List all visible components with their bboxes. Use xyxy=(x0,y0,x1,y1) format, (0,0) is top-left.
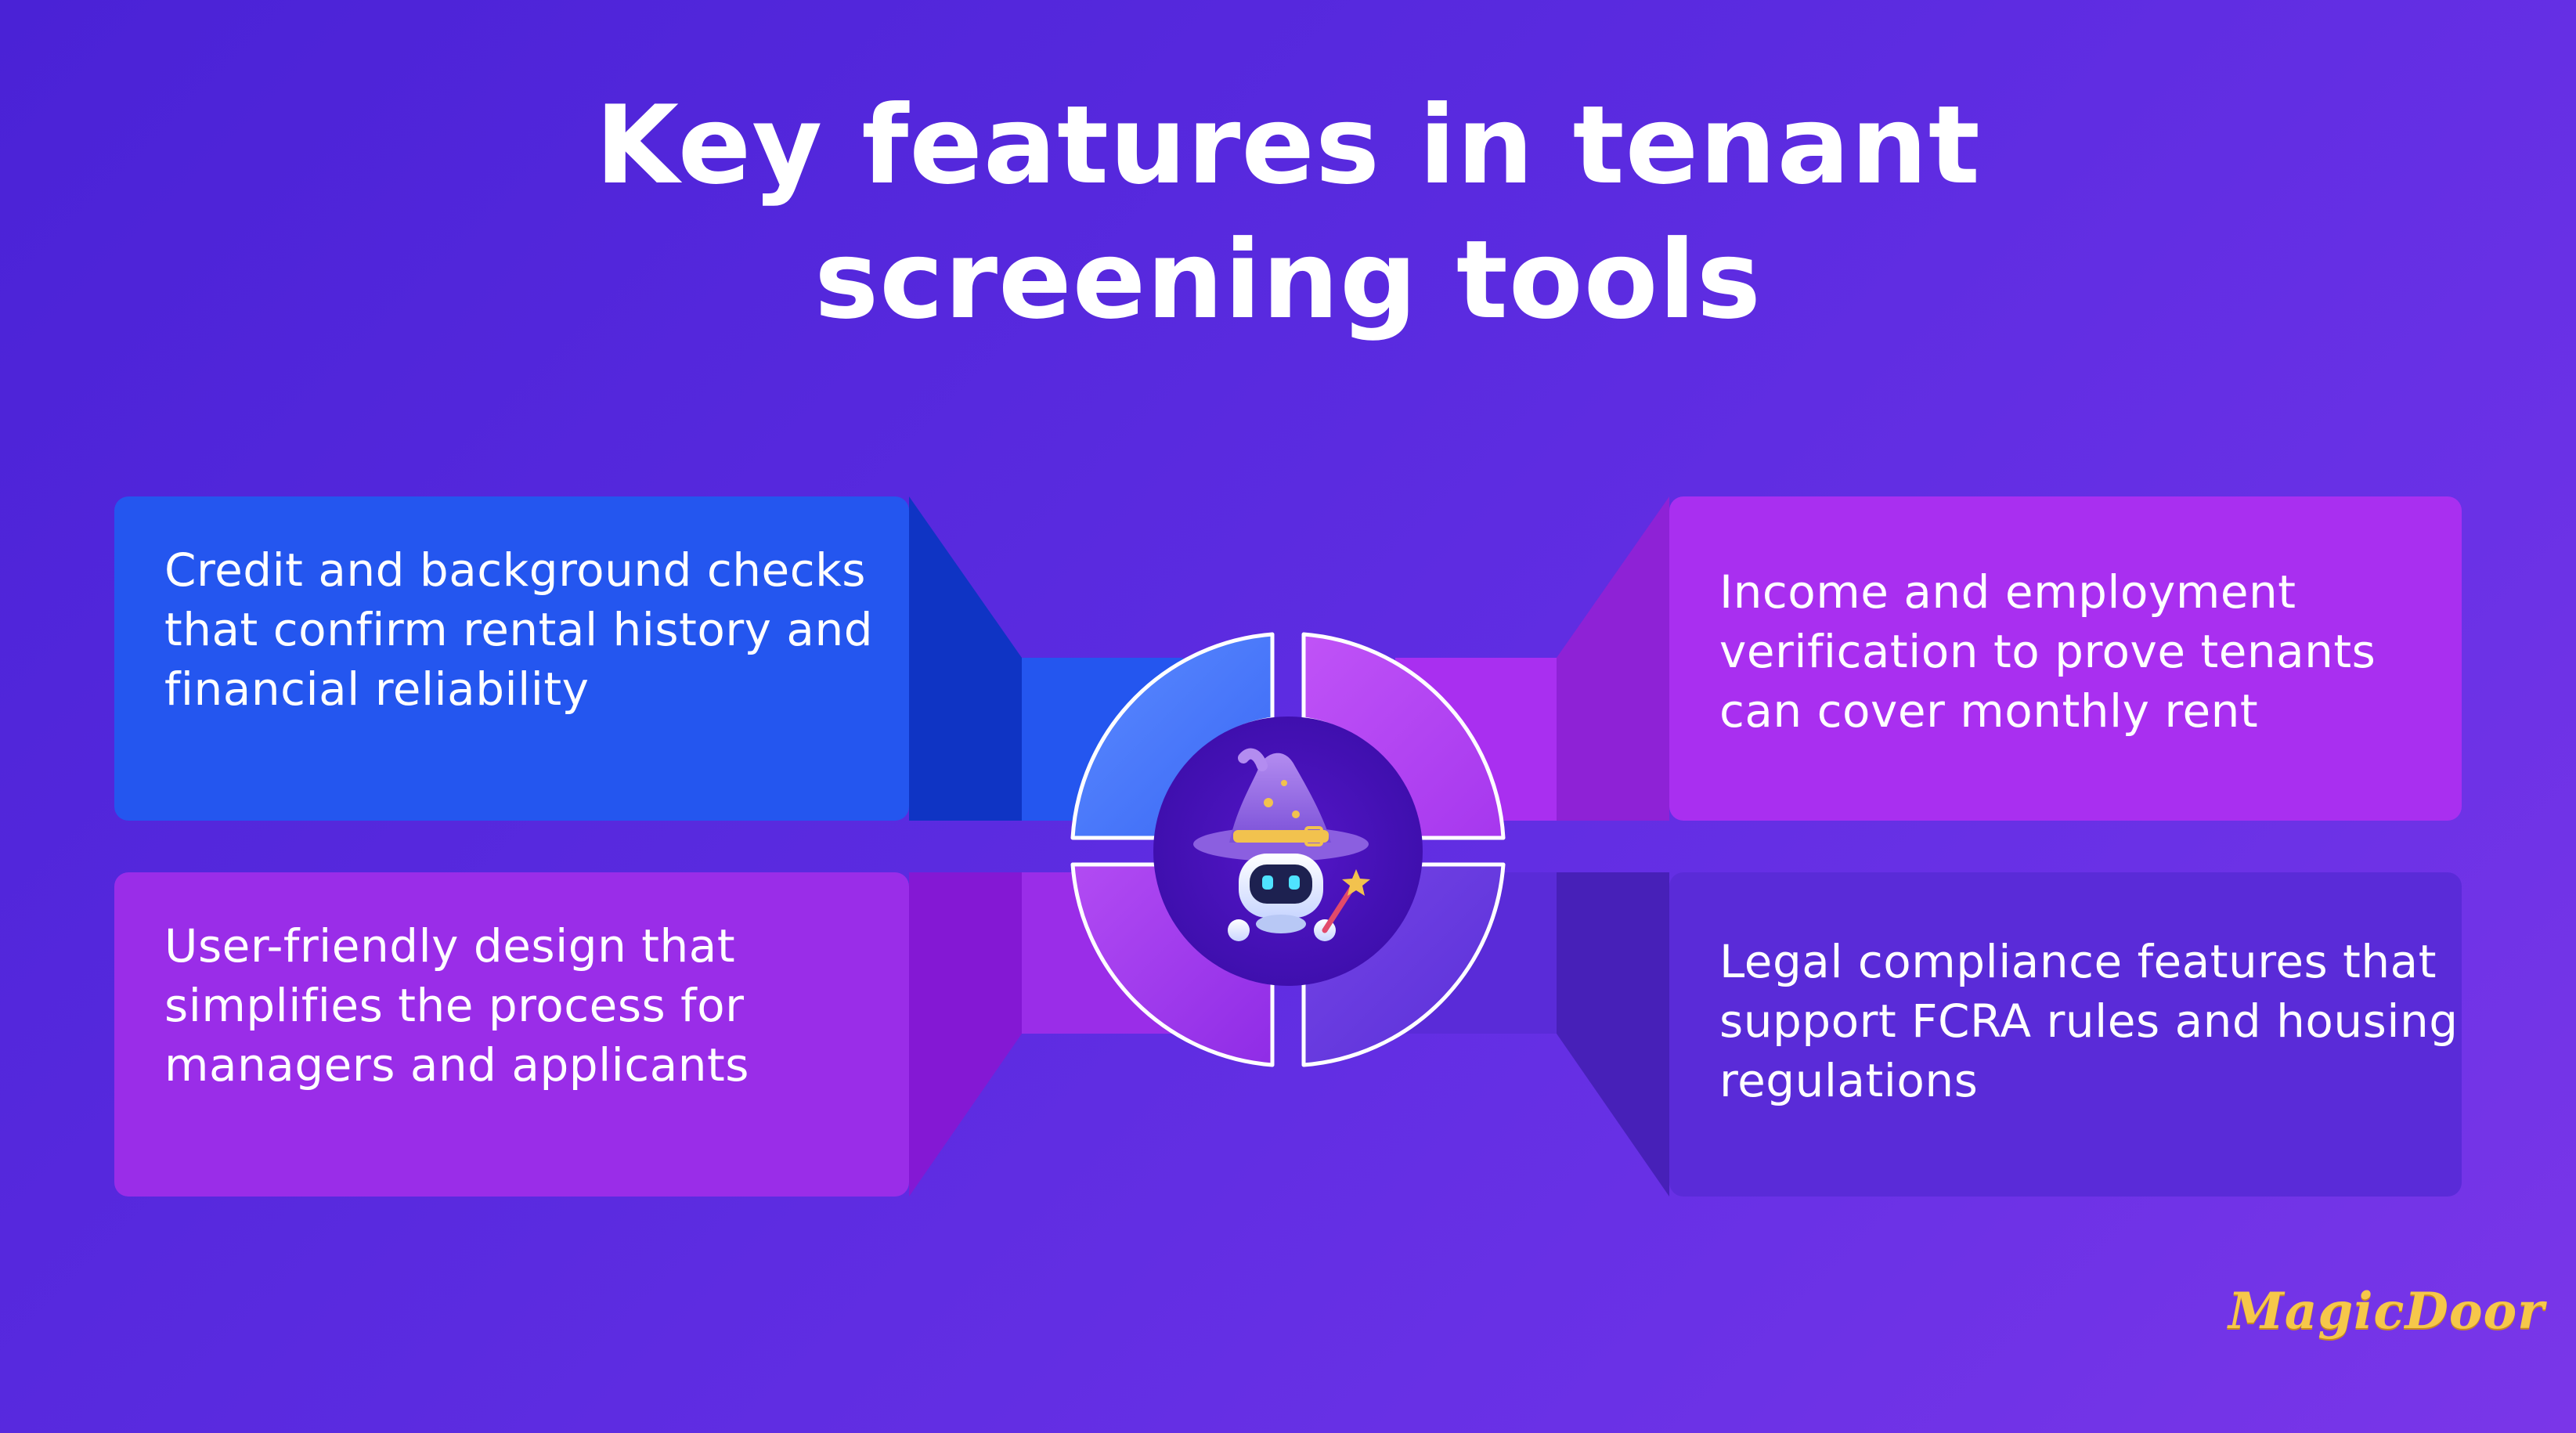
wizard-robot-icon xyxy=(1193,748,1370,941)
feature-text-bottom-left: User-friendly design that simplifies the… xyxy=(164,919,749,1092)
feature-text-top-right: Income and employment verification to pr… xyxy=(1719,565,2376,738)
feature-text-bottom-right: Legal compliance features that support F… xyxy=(1719,935,2459,1107)
title-line-2: screening tools xyxy=(814,217,1762,343)
feature-card-bottom-right xyxy=(1395,872,2462,1197)
magicdoor-logo: MagicDoor xyxy=(2228,1282,2545,1341)
page-title: Key features in tenant screening tools xyxy=(0,78,2576,348)
title-line-1: Key features in tenant xyxy=(595,82,1981,208)
feature-text-top-left: Credit and background checks that confir… xyxy=(164,543,874,716)
